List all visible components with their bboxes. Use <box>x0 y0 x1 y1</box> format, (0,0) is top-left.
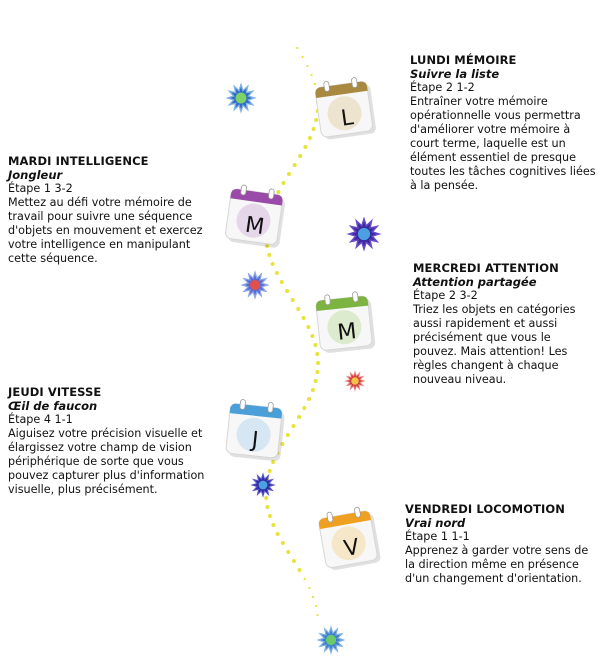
trail-dot <box>310 388 315 392</box>
calendar-letter: L <box>339 105 356 132</box>
trail-dot <box>310 334 315 338</box>
trail-dot <box>279 280 284 284</box>
calendar-icon-m-green: M <box>315 291 377 355</box>
trail-dot <box>307 136 312 140</box>
trail-dot <box>297 415 302 419</box>
trail-dot <box>312 595 315 599</box>
trail-dot <box>314 604 317 608</box>
trail-dot <box>315 352 320 356</box>
trail-dot <box>267 514 272 518</box>
trail-dot <box>311 127 316 131</box>
trail-dot <box>308 586 311 590</box>
step-label: Étape 4 1-1 <box>8 413 73 426</box>
trail-dot <box>271 523 276 527</box>
trail-dot <box>267 253 272 257</box>
trail-dot <box>298 154 303 158</box>
trail-dot <box>313 379 318 383</box>
trail-dot <box>316 361 320 365</box>
trail-dot <box>301 55 304 59</box>
calendar-icon-v: V <box>317 506 382 573</box>
day-description: Aiguisez votre précision visuelle et éla… <box>8 427 205 496</box>
trail-dot <box>314 118 319 122</box>
trail-dot <box>306 64 309 68</box>
trail-dot <box>297 568 302 572</box>
flower-icon <box>344 370 366 396</box>
day-description: Apprenez à garder votre sens de la direc… <box>405 544 589 585</box>
day-entry-wednesday: MERCREDI ATTENTION Attention partagée Ét… <box>413 261 597 387</box>
trail-dot <box>270 262 275 266</box>
trail-dot <box>286 550 291 554</box>
trail-dot <box>316 613 319 617</box>
trail-dot <box>265 505 270 509</box>
calendar-letter: M <box>243 212 266 241</box>
trail-dot <box>276 190 281 194</box>
step-label: Étape 1 3-2 <box>8 182 73 195</box>
day-title: MARDI INTELLIGENCE <box>8 154 149 168</box>
flower-icon <box>225 82 257 118</box>
trail-dot <box>285 289 290 293</box>
trail-dot <box>280 442 285 446</box>
trail-dot <box>313 343 318 347</box>
game-name: Jongleur <box>8 168 63 182</box>
game-name: Attention partagée <box>413 275 537 289</box>
day-description: Mettez au défi votre mémoire de travail … <box>8 196 203 265</box>
day-entry-thursday: JEUDI VITESSE Œil de faucon Étape 4 1-1 … <box>8 385 220 497</box>
trail-dot <box>292 163 297 167</box>
game-name: Œil de faucon <box>8 399 98 413</box>
game-name: Suivre la liste <box>410 67 500 81</box>
trail-dot <box>264 496 269 500</box>
step-label: Étape 1 1-1 <box>405 530 470 543</box>
trail-dot <box>306 325 311 329</box>
day-title: MERCREDI ATTENTION <box>413 261 559 275</box>
day-entry-tuesday: MARDI INTELLIGENCE Jongleur Étape 1 3-2 … <box>8 154 218 266</box>
calendar-icon-j: J <box>225 399 287 463</box>
trail-dot <box>310 73 313 77</box>
day-title: JEUDI VITESSE <box>8 385 102 399</box>
trail-dot <box>307 397 311 401</box>
day-title: LUNDI MÉMOIRE <box>410 53 517 67</box>
trail-dot <box>313 82 316 86</box>
trail-dot <box>265 244 270 248</box>
flower-icon <box>250 472 276 502</box>
step-label: Étape 2 3-2 <box>413 289 478 302</box>
calendar-letter: J <box>250 427 260 454</box>
flower-icon <box>240 270 270 304</box>
trail-dot <box>287 172 291 176</box>
trail-dot <box>303 145 308 149</box>
trail-dot <box>291 559 296 563</box>
day-description: Entraîner votre mémoire opérationnelle v… <box>410 95 596 192</box>
trail-dot <box>274 271 279 275</box>
trail-dot <box>291 424 296 428</box>
day-entry-monday: LUNDI MÉMOIRE Suivre la liste Étape 2 1-… <box>410 53 596 193</box>
trail-dot <box>303 577 306 581</box>
flower-icon <box>316 625 346 659</box>
trail-dot <box>275 532 280 536</box>
game-name: Vrai nord <box>405 516 466 530</box>
flower-icon <box>346 216 382 256</box>
calendar-letter: V <box>342 534 362 562</box>
step-label: Étape 2 1-2 <box>410 81 475 94</box>
trail-dot <box>285 433 290 437</box>
trail-dot <box>267 469 272 473</box>
calendar-icon-m: M <box>224 184 288 249</box>
trail-dot <box>271 460 276 464</box>
trail-dot <box>302 406 307 410</box>
trail-dot <box>280 541 285 545</box>
day-description: Triez les objets en catégories aussi rap… <box>413 303 576 386</box>
calendar-letter: M <box>336 319 358 346</box>
trail-dot <box>315 370 320 374</box>
trail-dot <box>296 46 299 50</box>
trail-dot <box>281 181 286 185</box>
day-title: VENDREDI LOCOMOTION <box>405 502 566 516</box>
trail-dot <box>296 307 301 311</box>
trail-dot <box>301 316 306 320</box>
calendar-icon-l: L <box>314 76 378 141</box>
trail-dot <box>290 298 295 302</box>
day-entry-friday: VENDREDI LOCOMOTION Vrai nord Étape 1 1-… <box>405 502 597 586</box>
